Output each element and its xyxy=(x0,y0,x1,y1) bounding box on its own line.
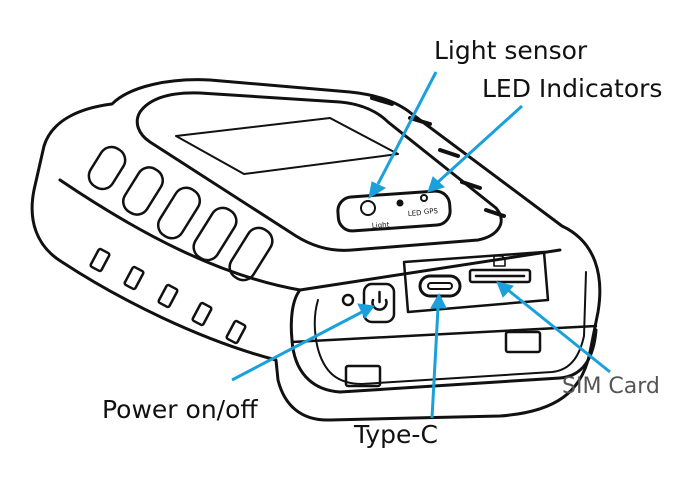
pointer-led-indicators xyxy=(427,104,524,193)
side-lower-slots xyxy=(89,247,247,345)
mount-clip-right xyxy=(504,330,542,354)
callout-pointers xyxy=(231,71,611,419)
sim-card-icon xyxy=(493,255,506,267)
right-rim-marks xyxy=(370,96,506,218)
top-panel-inner xyxy=(175,117,399,175)
power-indicator-hole xyxy=(341,293,355,307)
type-c-port-inner xyxy=(427,282,453,290)
label-light-sensor: Light sensor xyxy=(434,36,588,65)
device-outline xyxy=(30,78,602,422)
led-dot-1 xyxy=(396,199,404,207)
label-led-indicators: LED Indicators xyxy=(482,74,663,103)
device-mark-led: LED xyxy=(408,209,422,218)
top-panel xyxy=(135,91,503,252)
light-sensor-lens xyxy=(360,200,376,216)
front-face xyxy=(289,288,598,394)
power-button xyxy=(362,282,396,324)
label-sim-card: SIM Card xyxy=(562,374,660,399)
pointer-sim-card xyxy=(496,281,611,374)
pointer-power xyxy=(231,303,375,382)
device-mark-light: Light xyxy=(372,221,390,230)
label-power: Power on/off xyxy=(102,395,258,424)
label-type-c: Type-C xyxy=(354,420,438,449)
power-icon xyxy=(371,290,388,311)
led-dot-2 xyxy=(420,194,428,202)
front-top-edge xyxy=(58,178,562,292)
pointer-type-c xyxy=(430,292,447,419)
side-rib-slots xyxy=(87,145,274,282)
pointer-light-sensor xyxy=(368,71,438,200)
device-mark-gps: GPS xyxy=(424,207,439,216)
sensor-window xyxy=(336,189,452,233)
sim-card-slot xyxy=(468,268,532,284)
gps-tracker-device xyxy=(30,78,602,422)
mount-clip-left xyxy=(344,364,382,388)
front-ridge xyxy=(290,324,598,344)
